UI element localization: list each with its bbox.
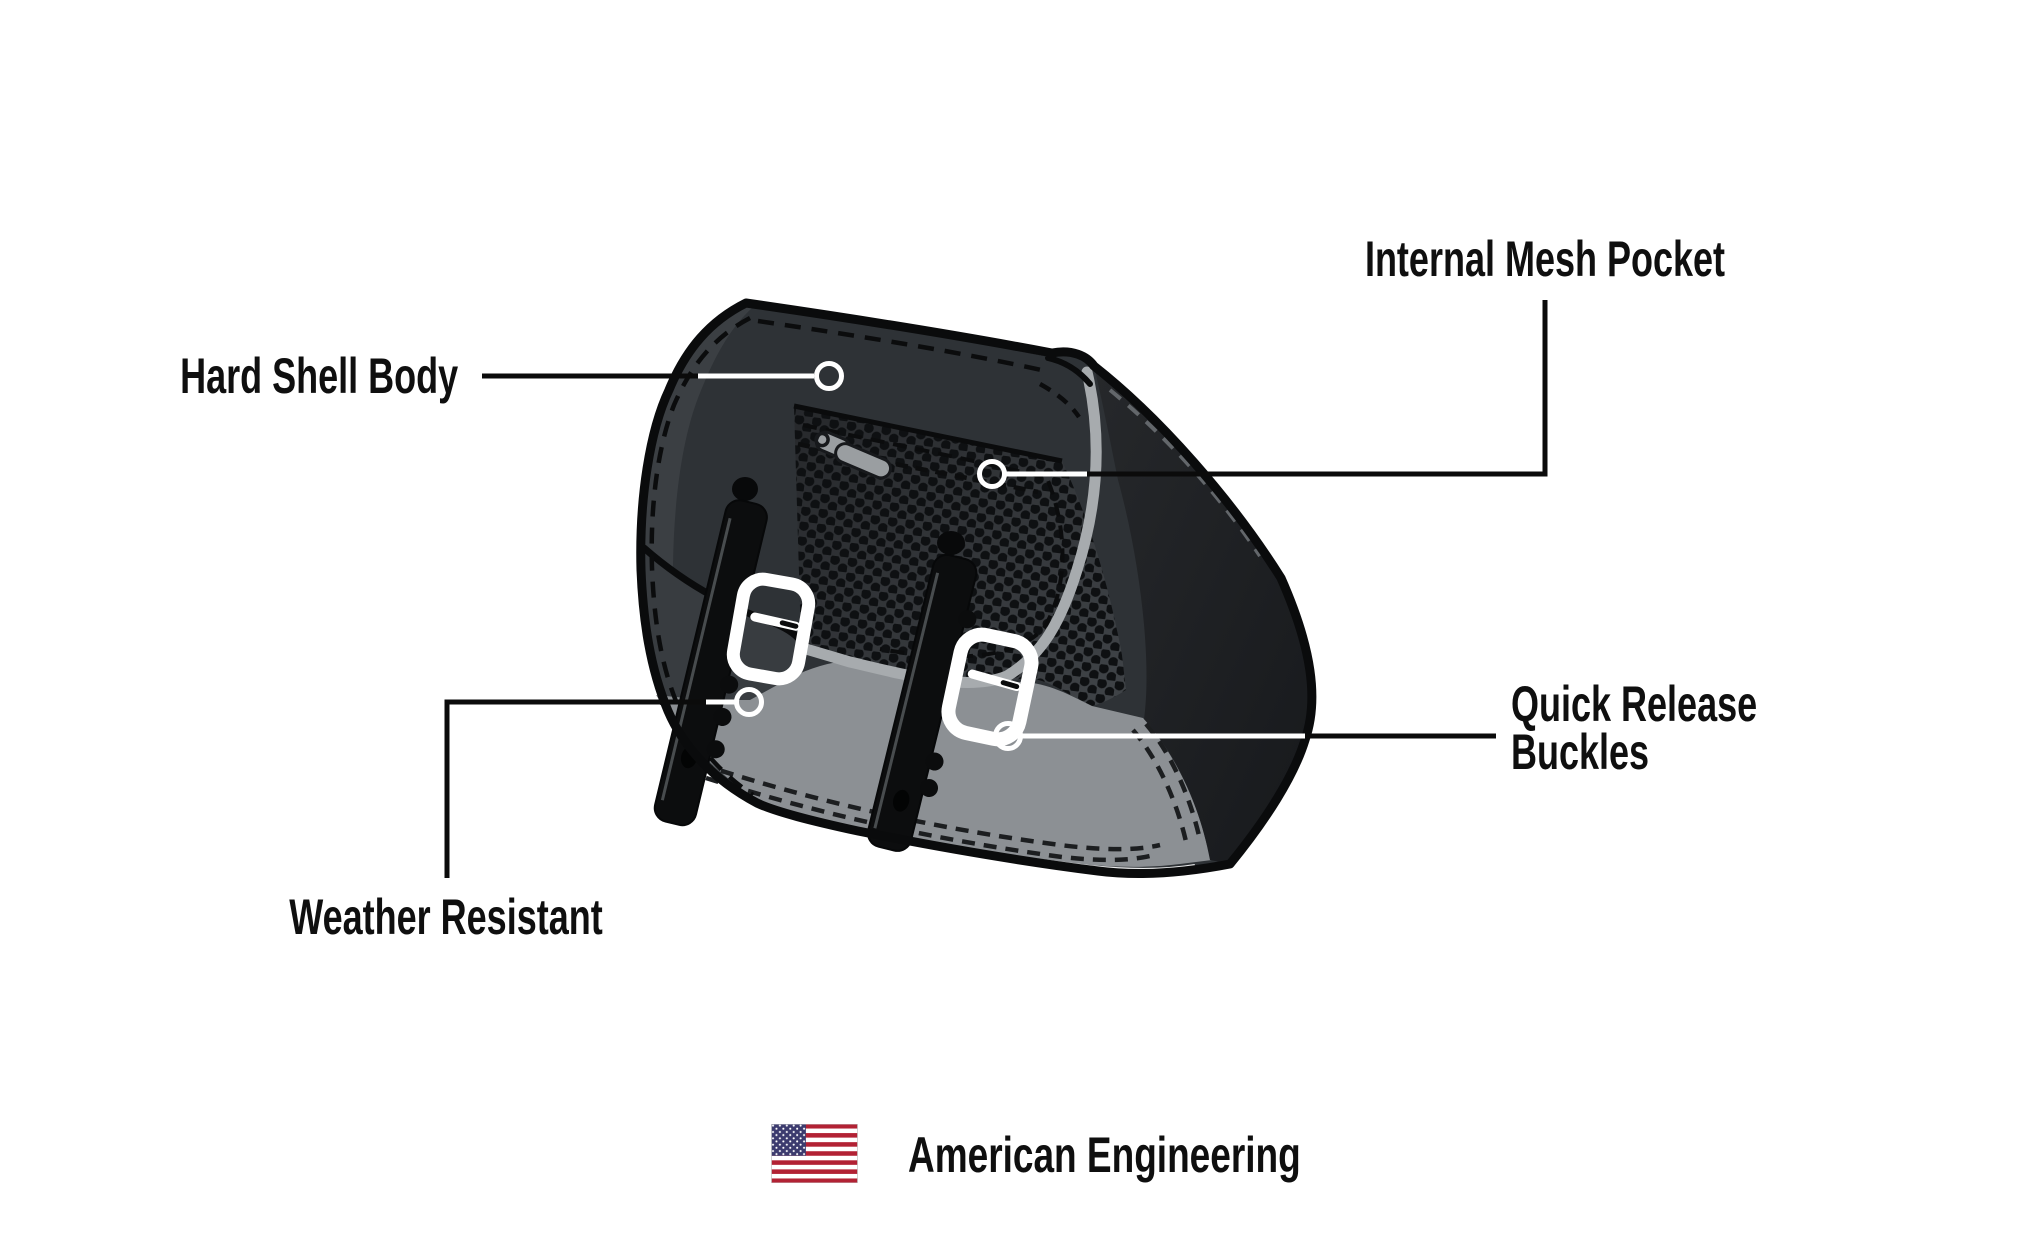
callout-internal-mesh-pocket: Internal Mesh Pocket — [1364, 231, 1726, 287]
connector-hard-shell-body — [482, 361, 844, 391]
connector-quick-release — [993, 721, 1496, 751]
right-panel — [1094, 366, 1312, 864]
marker-buckle-icon — [993, 721, 1023, 751]
callout-quick-release-buckles: Quick Release Buckles — [1511, 676, 1758, 780]
callout-hard-shell-body: Hard Shell Body — [179, 348, 458, 404]
us-flag-icon — [771, 1124, 858, 1183]
connector-internal-mesh-pocket — [977, 300, 1548, 489]
marker-mesh-pocket-icon — [977, 459, 1007, 489]
mount-hole-center — [937, 531, 965, 555]
bag-outline — [636, 298, 1317, 879]
mesh-top-edge — [793, 403, 1063, 464]
callout-connectors — [444, 300, 1548, 878]
rolled-edge — [1045, 355, 1093, 387]
zipper — [797, 430, 1039, 495]
zipper-pull-icon — [814, 430, 893, 480]
footer-text: American Engineering — [908, 1127, 1301, 1183]
right-panel-stitch — [1108, 388, 1262, 558]
left-buckle-icon — [726, 572, 816, 686]
marker-weather-icon — [734, 687, 764, 717]
saddlebag-body — [636, 298, 1317, 879]
mount-hole-left — [732, 477, 758, 501]
right-buckle-icon — [941, 627, 1039, 747]
mesh-stitch — [802, 423, 1065, 659]
connector-weather-resistant — [444, 687, 764, 878]
marker-hard-shell-icon — [814, 361, 844, 391]
callout-weather-resistant: Weather Resistant — [289, 889, 603, 945]
